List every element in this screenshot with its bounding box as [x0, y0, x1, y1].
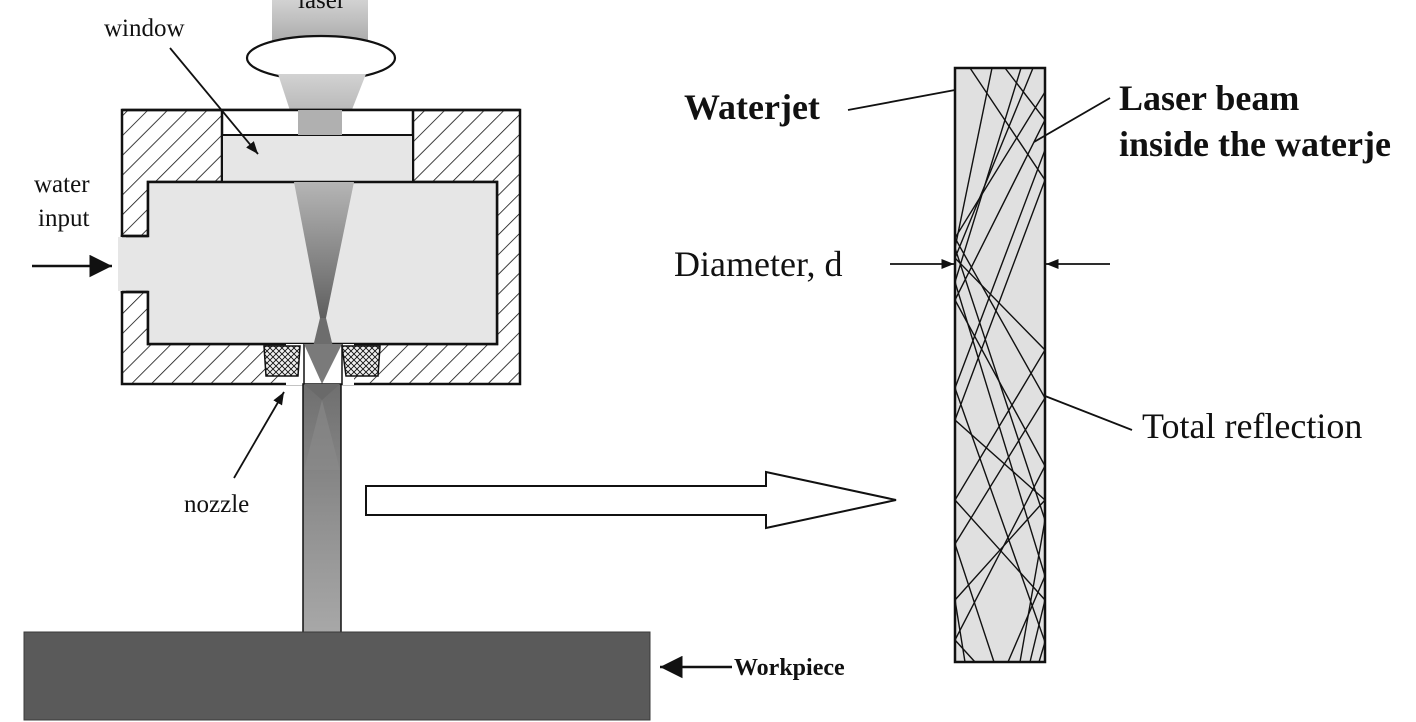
transition-arrow	[365, 470, 897, 530]
water-input-label-line1: water	[34, 171, 90, 198]
laser-beam-in	[272, 0, 368, 45]
diameter-label: Diameter, d	[674, 244, 843, 284]
focusing-lens	[245, 34, 397, 82]
total-reflection-leader	[1044, 395, 1133, 431]
waterjet-tube	[953, 66, 1047, 664]
waterjet-label: Waterjet	[684, 87, 820, 127]
waterjet-detail	[953, 66, 1047, 664]
focused-beam	[294, 182, 354, 318]
window-glass	[221, 134, 414, 183]
laser-label: laser	[298, 0, 346, 14]
laser-beam-label-line2: inside the waterje	[1119, 124, 1391, 164]
nozzle-label: nozzle	[184, 491, 249, 518]
waterjet-column	[302, 383, 342, 635]
laser-beam-leader	[1033, 97, 1111, 143]
nozzle-right	[341, 345, 381, 377]
laser-reflections	[954, 67, 1046, 663]
window-leader	[169, 47, 259, 155]
water-input-label-line2: input	[38, 205, 89, 232]
nozzle-leader	[233, 391, 285, 479]
total-reflection-label: Total reflection	[1142, 406, 1362, 446]
workpiece-label: Workpiece	[734, 655, 845, 681]
window-label: window	[104, 15, 185, 42]
laser-head-assembly	[118, 0, 522, 386]
workpiece	[23, 631, 651, 721]
waterjet-leader	[847, 89, 956, 111]
nozzle-left	[263, 345, 301, 377]
laser-beam-label-line1: Laser beam	[1119, 78, 1299, 118]
